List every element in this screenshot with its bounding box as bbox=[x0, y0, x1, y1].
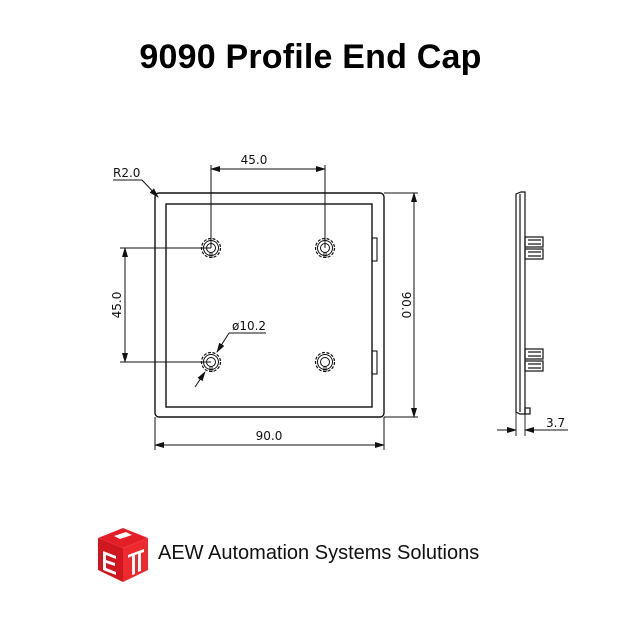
hole-bottom-right bbox=[314, 351, 336, 373]
inner-outline bbox=[165, 203, 373, 408]
dim-overall-width: 90.0 bbox=[256, 429, 283, 443]
outer-outline bbox=[154, 192, 385, 418]
dim-overall-height: 90.0 bbox=[399, 292, 413, 319]
dim-corner-radius: R2.0 bbox=[113, 166, 140, 180]
side-view bbox=[497, 191, 568, 436]
aew-cube-logo-icon bbox=[98, 528, 148, 582]
dim-hole-diameter: ø10.2 bbox=[232, 319, 266, 333]
page-title: 9090 Profile End Cap bbox=[139, 38, 482, 76]
brand-name: AEW Automation Systems Solutions bbox=[158, 542, 480, 564]
dim-hole-spacing-vertical: 45.0 bbox=[110, 292, 124, 319]
dim-thickness: 3.7 bbox=[546, 416, 565, 430]
brand-footer: AEW Automation Systems Solutions bbox=[92, 524, 532, 586]
dim-hole-spacing-horizontal: 45.0 bbox=[241, 153, 268, 167]
front-view bbox=[154, 192, 385, 418]
